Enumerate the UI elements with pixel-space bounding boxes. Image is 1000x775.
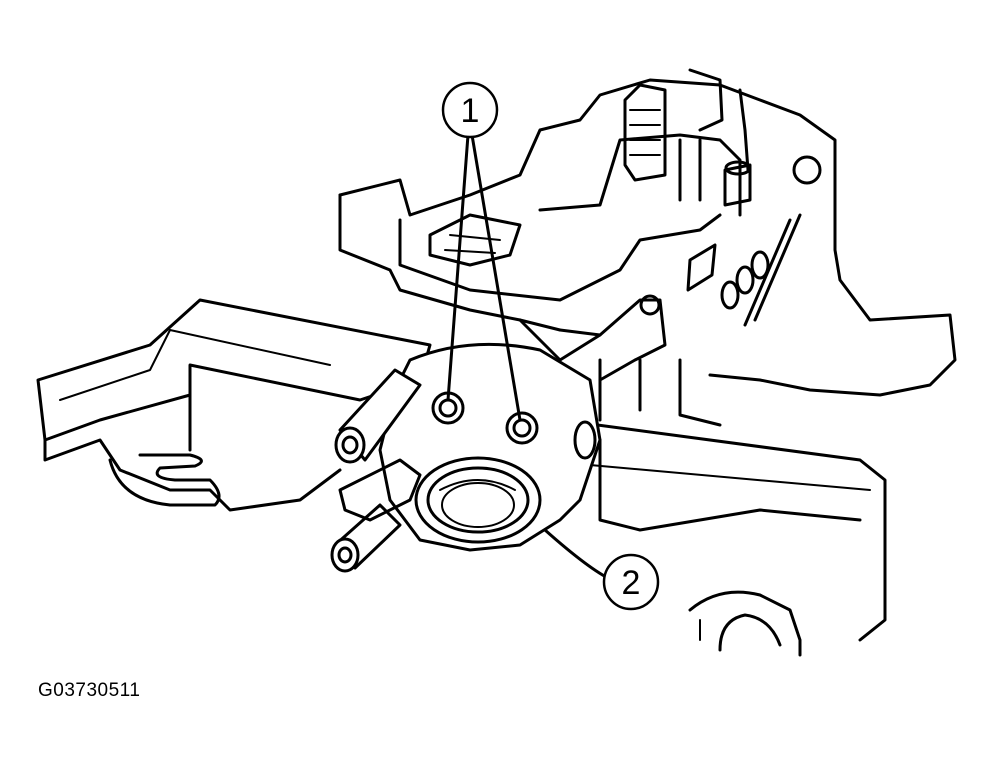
figure-code: G03730511	[38, 680, 141, 701]
upper-body	[338, 68, 957, 427]
callout-2: 2	[602, 553, 660, 611]
callout-1-label: 1	[461, 92, 480, 130]
callout-2-label: 2	[622, 564, 641, 602]
callout-1-leader-a	[446, 133, 470, 402]
callout-1-leader-b	[470, 133, 522, 422]
callout-2-leader	[543, 528, 614, 582]
tray-housing	[36, 298, 432, 512]
lower-rail	[558, 418, 887, 657]
callout-1: 1	[441, 81, 499, 139]
sensor-housing	[330, 342, 602, 573]
